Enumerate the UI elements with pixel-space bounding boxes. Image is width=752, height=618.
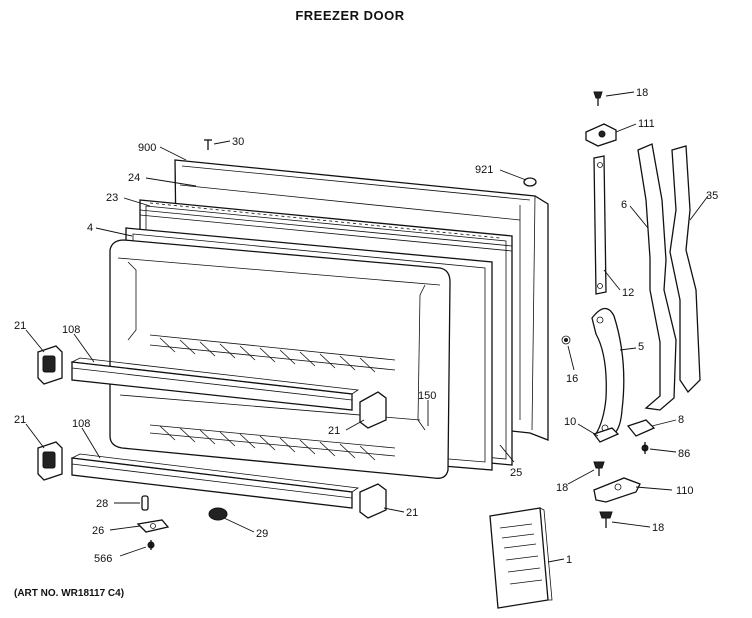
- leader-lines: [25, 91, 709, 563]
- callout-21-upper-left: 21: [14, 320, 26, 332]
- callout-21-lower-right: 21: [406, 507, 418, 519]
- callout-26: 26: [92, 525, 104, 537]
- screw-16: [561, 335, 571, 345]
- callout-111: 111: [638, 118, 655, 130]
- callout-6: 6: [621, 199, 627, 211]
- callout-25: 25: [510, 467, 522, 479]
- callout-4: 4: [87, 222, 93, 234]
- callout-8: 8: [678, 414, 684, 426]
- callout-18-middle: 18: [556, 482, 568, 494]
- callout-921: 921: [475, 164, 493, 176]
- callout-21-upper-right: 21: [328, 425, 340, 437]
- screw-566: [147, 540, 155, 550]
- callout-29: 29: [256, 528, 268, 540]
- upper-shelf-ridges: [149, 334, 396, 373]
- screw-18-bottom: [599, 511, 613, 528]
- inner-door-liner: [109, 239, 451, 479]
- upper-shelf-bar: [70, 357, 360, 411]
- door-stop-strip-12: [593, 155, 607, 295]
- callout-150: 150: [418, 390, 436, 402]
- callout-108-lower: 108: [72, 418, 90, 430]
- callout-86: 86: [678, 448, 690, 460]
- shelf-end-cap-lower-left: [37, 441, 63, 481]
- callout-16: 16: [566, 373, 578, 385]
- screw-18-middle: [593, 461, 605, 476]
- callout-110: 110: [676, 485, 694, 497]
- hinge-bracket-10: [592, 427, 620, 443]
- callout-labels: 18 111 30 900 921 24 23 4 6 35 12 21 108…: [14, 87, 718, 566]
- callout-35: 35: [706, 190, 718, 202]
- callout-23: 23: [106, 192, 118, 204]
- lower-shelf-bar: [70, 453, 360, 509]
- callout-24: 24: [128, 172, 140, 184]
- callout-566: 566: [94, 553, 112, 565]
- hinge-pin-bracket: [136, 519, 170, 533]
- callout-1: 1: [566, 554, 572, 566]
- callout-12: 12: [622, 287, 634, 299]
- hinge-channel-6: [637, 143, 677, 411]
- screw-18-top: [593, 91, 603, 106]
- callout-18-top: 18: [636, 87, 648, 99]
- callout-21-lower-left: 21: [14, 414, 26, 426]
- callout-18-bottom: 18: [652, 522, 664, 534]
- screw-30: [204, 139, 212, 150]
- hinge-cap-111: [585, 123, 617, 147]
- art-number: (ART NO. WR18117 C4): [14, 588, 125, 599]
- plug-921: [523, 177, 537, 187]
- diagram-title: FREEZER DOOR: [295, 8, 405, 23]
- bracket-8: [626, 419, 656, 437]
- instruction-booklet: [489, 507, 553, 609]
- lower-shelf-ridges: [149, 424, 396, 461]
- callout-108-upper: 108: [62, 324, 80, 336]
- callout-900: 900: [138, 142, 156, 154]
- handle-5: [591, 307, 625, 439]
- screw-86: [641, 442, 649, 454]
- shelf-end-cap-lower-right: [359, 483, 387, 519]
- plug-button: [208, 507, 228, 521]
- trim-strip-35: [669, 145, 701, 394]
- bottom-hinge-110: [593, 477, 641, 503]
- callout-5: 5: [638, 341, 644, 353]
- callout-30: 30: [232, 136, 244, 148]
- callout-10: 10: [564, 416, 576, 428]
- callout-28: 28: [96, 498, 108, 510]
- stop-pin: [141, 495, 149, 511]
- shelf-end-cap-upper-left: [37, 345, 63, 385]
